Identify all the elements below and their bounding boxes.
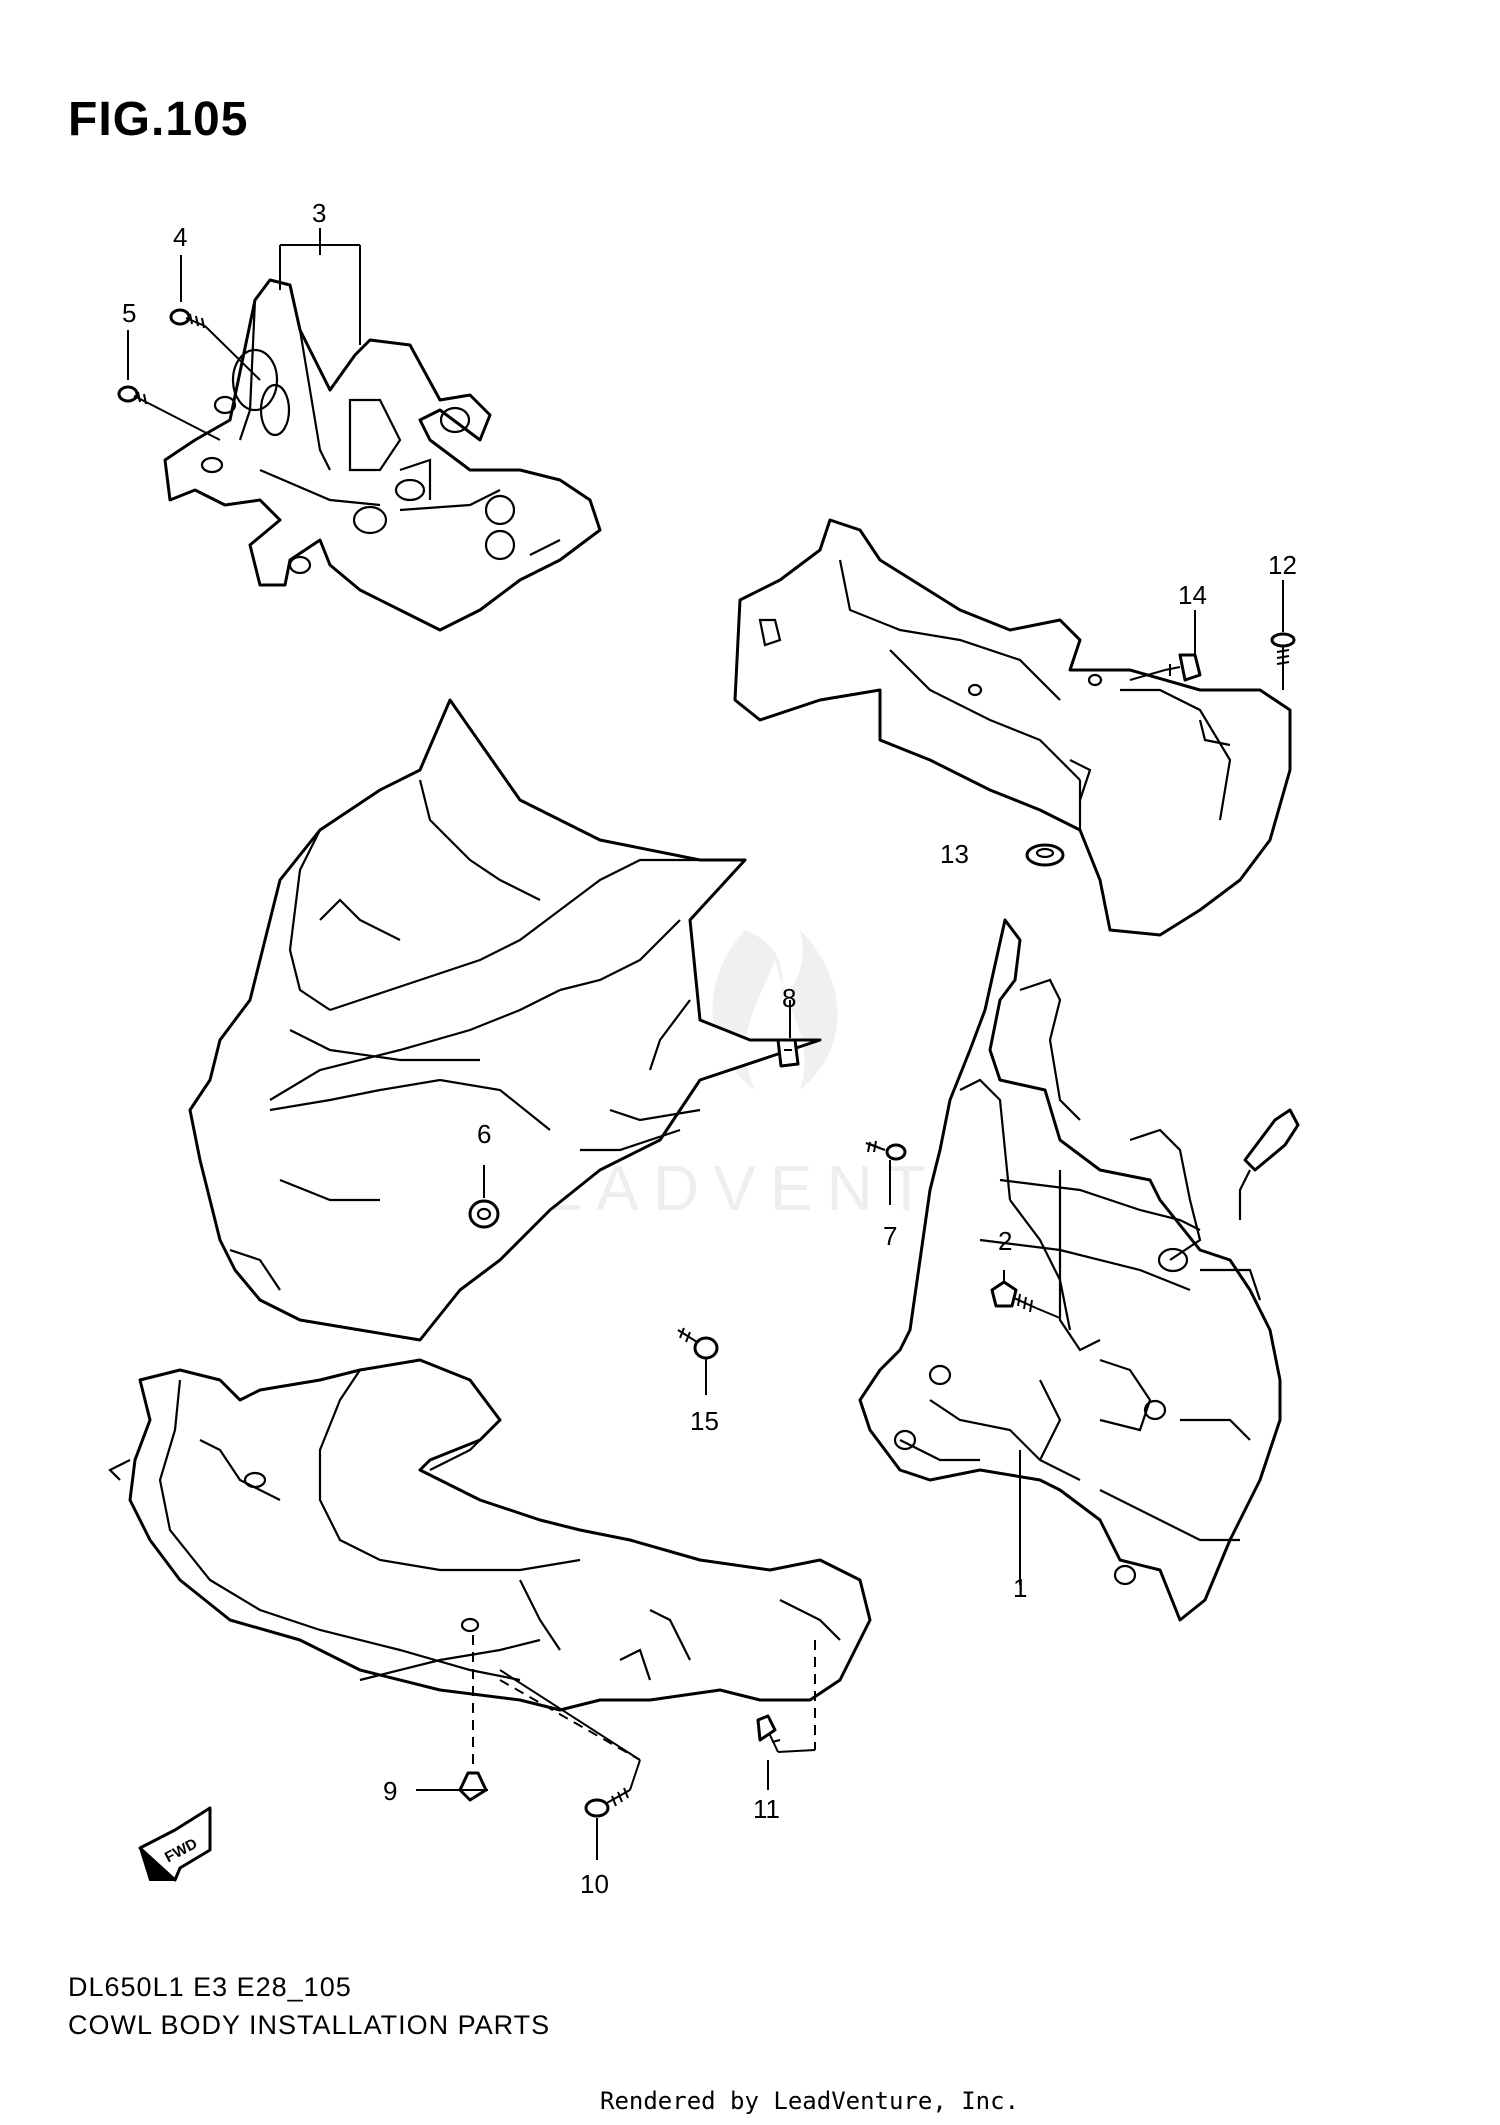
- callout-7: 7: [883, 1221, 897, 1251]
- callout-5: 5: [122, 298, 136, 328]
- clip-part-8: [776, 1000, 800, 1068]
- model-code: DL650L1 E3 E28_105: [68, 1972, 352, 2002]
- callout-8: 8: [782, 983, 796, 1013]
- callout-3: 3: [312, 198, 326, 228]
- figure-title: FIG.105: [68, 93, 249, 146]
- fwd-direction-arrow: FWD: [138, 1806, 212, 1882]
- inner-panel: [733, 518, 1292, 937]
- callout-14: 13: [940, 839, 969, 869]
- callout-4: 4: [173, 222, 187, 252]
- screw-part-12: [1270, 580, 1296, 690]
- callout-15: 15: [690, 1406, 719, 1436]
- callout-2: 2: [998, 1226, 1012, 1256]
- screw-part-15: [677, 1327, 719, 1395]
- nut-part-6: [468, 1165, 500, 1229]
- callout-10: 10: [580, 1869, 609, 1899]
- screw-part-10: [499, 1669, 641, 1860]
- callout-9: 9: [383, 1776, 397, 1806]
- grommet-part-13: [1025, 843, 1065, 867]
- callout-1: 1: [1013, 1573, 1027, 1603]
- section-title: COWL BODY INSTALLATION PARTS: [68, 2010, 551, 2040]
- main-cowl: [188, 698, 822, 1342]
- callout-11: 11: [753, 1794, 780, 1824]
- leader-lines: [127, 228, 361, 380]
- cowl-bracket-part-1: [858, 918, 1282, 1622]
- bolt-part-2: [990, 1270, 1061, 1319]
- callout-12: 12: [1268, 550, 1297, 580]
- clip-part-14: [1129, 610, 1202, 682]
- clip-part-11: [756, 1640, 816, 1790]
- screw-part-7: [865, 1140, 907, 1205]
- callout-6: 6: [477, 1119, 491, 1149]
- upper-bracket-part-3: [163, 278, 602, 632]
- stay-arm: [1238, 1108, 1300, 1220]
- bolt-part-4: [169, 308, 261, 381]
- callout-13: 14: [1178, 580, 1207, 610]
- rendered-by-credit: Rendered by LeadVenture, Inc.: [600, 2087, 1020, 2115]
- bolt-part-5: [117, 385, 221, 441]
- lower-cowl: [108, 1358, 872, 1712]
- clip-part-9: [416, 1635, 488, 1802]
